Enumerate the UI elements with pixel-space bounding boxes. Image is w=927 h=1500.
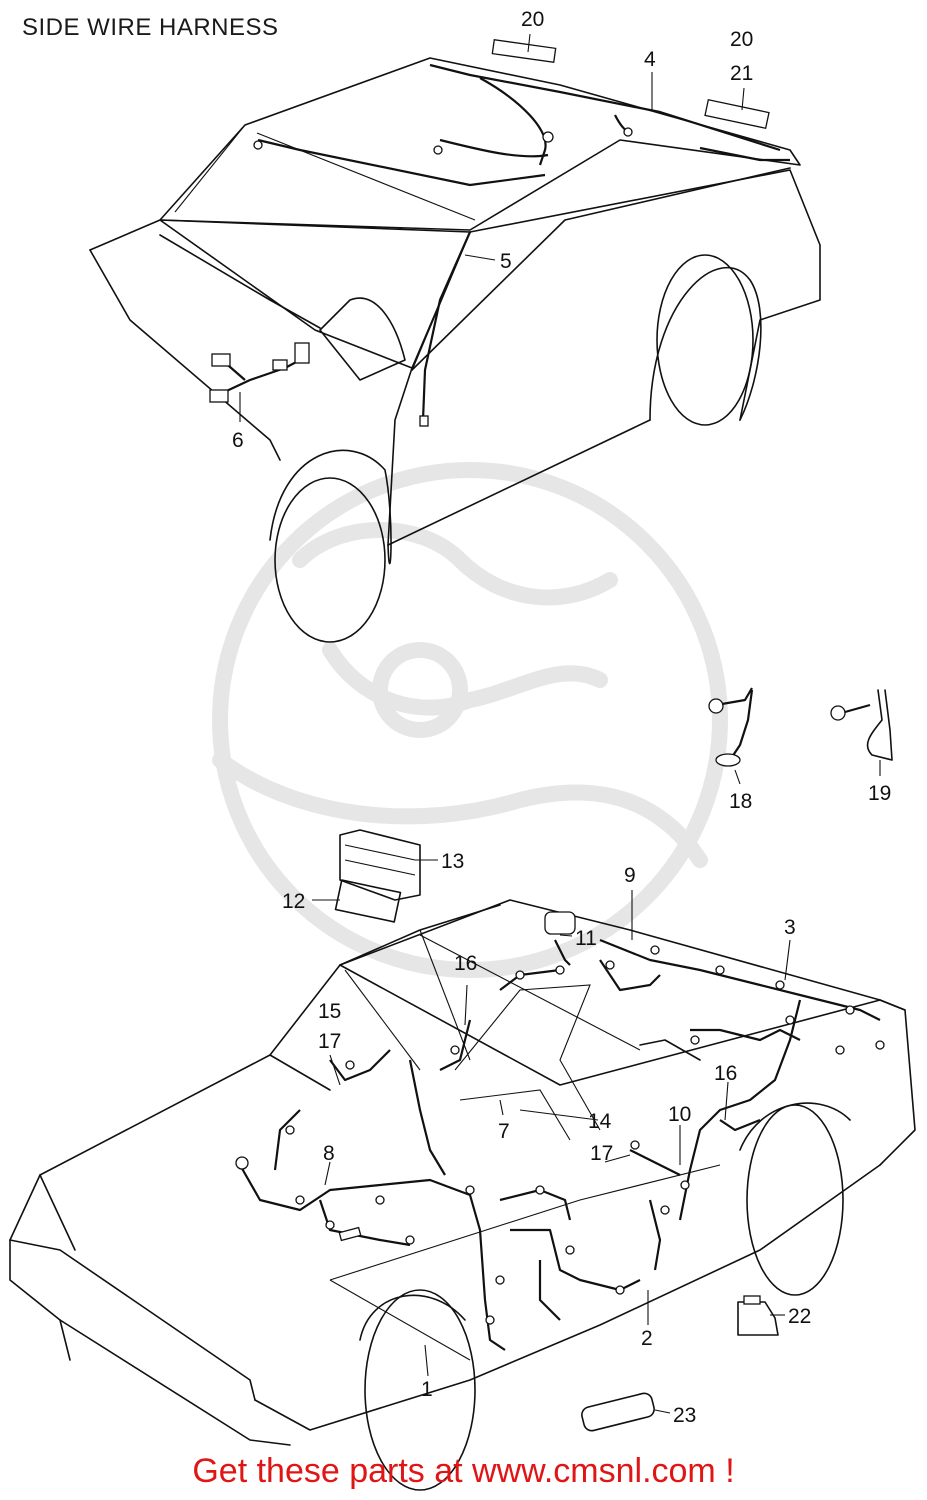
part-18-ground-cable: [708, 687, 754, 767]
callout-7: 7: [498, 1120, 510, 1143]
bottom-car-body: [9, 899, 916, 1491]
callout-10: 10: [668, 1103, 691, 1126]
part-23-cover: [581, 1392, 655, 1432]
callout-16-left: 16: [454, 952, 477, 975]
leader-lines: [239, 33, 881, 1414]
part-19-ground-cable: [830, 689, 893, 761]
callout-13: 13: [441, 850, 464, 873]
callout-20-right: 20: [730, 28, 753, 51]
callout-4: 4: [644, 48, 656, 71]
callout-23: 23: [673, 1404, 696, 1427]
callout-18: 18: [729, 790, 752, 813]
callout-17-right: 17: [590, 1142, 613, 1165]
top-car-harness: [209, 39, 790, 427]
callout-11: 11: [575, 927, 597, 950]
watermark-logo: [212, 462, 728, 978]
part-22-clip: [737, 1295, 779, 1336]
diagram-title: SIDE WIRE HARNESS: [22, 14, 279, 41]
bottom-car-harness: [235, 911, 885, 1351]
callout-1: 1: [421, 1378, 433, 1401]
callout-17-left: 17: [318, 1030, 341, 1053]
callout-21: 21: [730, 62, 753, 85]
callout-16-right: 16: [714, 1062, 737, 1085]
callout-14: 14: [588, 1110, 612, 1133]
callout-19: 19: [868, 782, 891, 805]
callout-22: 22: [788, 1305, 811, 1328]
callout-2: 2: [641, 1327, 653, 1350]
footer-link[interactable]: Get these parts at www.cmsnl.com !: [192, 1452, 735, 1490]
part-12-13-trim: [334, 829, 421, 923]
callout-labels: 20 20 21 4 5 6 18 19 13 12 9 3 11 16 15 …: [232, 8, 891, 1427]
callout-8: 8: [323, 1142, 335, 1165]
callout-20-top: 20: [521, 8, 544, 31]
callout-6: 6: [232, 429, 244, 452]
callout-3: 3: [784, 916, 796, 939]
callout-15: 15: [318, 1000, 341, 1023]
callout-9: 9: [624, 864, 636, 887]
callout-12: 12: [282, 890, 305, 913]
callout-5: 5: [500, 250, 512, 273]
